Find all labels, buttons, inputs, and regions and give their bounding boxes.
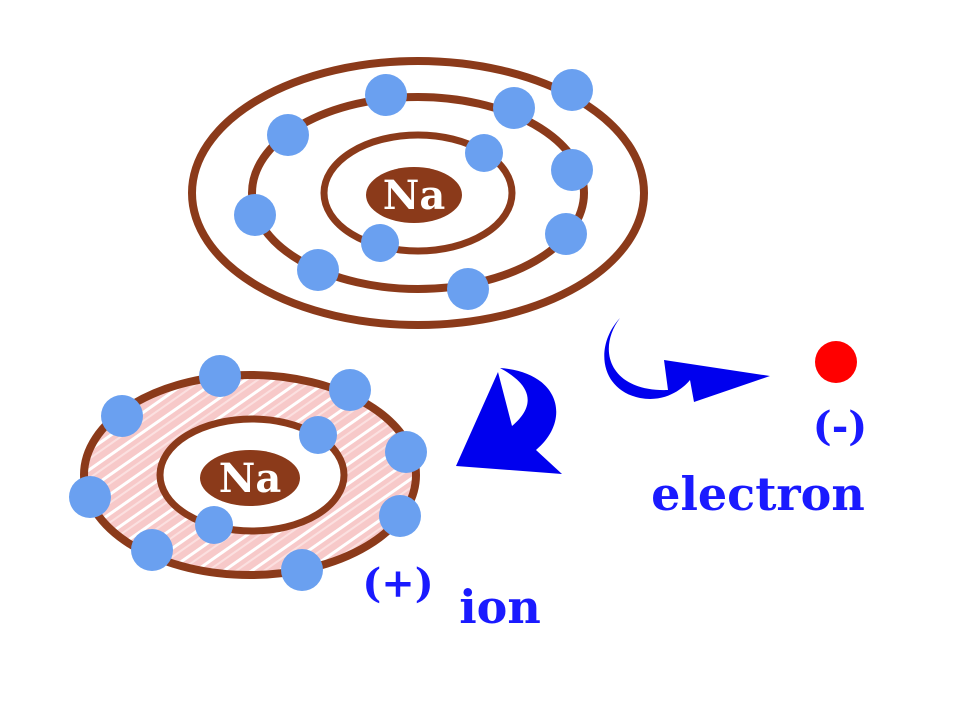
electron-dot [365, 74, 407, 116]
electron-dot [299, 416, 337, 454]
electron-dot [101, 395, 143, 437]
free-electron-dot [815, 341, 857, 383]
electron-dot [195, 506, 233, 544]
atom-inner-shell [320, 131, 516, 255]
electron-dot [465, 134, 503, 172]
arrow-to-ion [456, 368, 562, 474]
sodium-atom: Na [188, 57, 648, 329]
valence-electron-dot [551, 69, 593, 111]
electron-word-label: electron [651, 467, 865, 521]
ion-nucleus [200, 450, 300, 506]
atom-middle-shell [248, 93, 588, 293]
electron-dot [199, 355, 241, 397]
ion-labels: (+) ion [362, 560, 540, 634]
atom-nucleus-label: Na [383, 172, 445, 219]
electron-dot [361, 224, 399, 262]
atom-outer-shell [188, 57, 648, 329]
electron-dot [447, 268, 489, 310]
electron-dot [281, 549, 323, 591]
free-electron: (-) electron [651, 341, 867, 521]
electron-dot [234, 194, 276, 236]
electron-dot [379, 495, 421, 537]
electron-dot [69, 476, 111, 518]
ion-electrons [69, 355, 427, 591]
sodium-ion: Na [69, 355, 427, 591]
ion-nucleus-label: Na [219, 455, 281, 502]
electron-charge-label: (-) [813, 403, 867, 450]
ion-word-label: ion [459, 580, 541, 634]
arrow-to-electron [604, 318, 770, 402]
atom-electrons [234, 69, 593, 310]
electron-dot [329, 369, 371, 411]
electron-dot [297, 249, 339, 291]
atom-nucleus [366, 167, 462, 223]
electron-dot [385, 431, 427, 473]
ion-charge-label: (+) [362, 560, 433, 607]
electron-dot [545, 213, 587, 255]
electron-dot [551, 149, 593, 191]
electron-dot [131, 529, 173, 571]
electron-dot [493, 87, 535, 129]
electron-dot [267, 114, 309, 156]
